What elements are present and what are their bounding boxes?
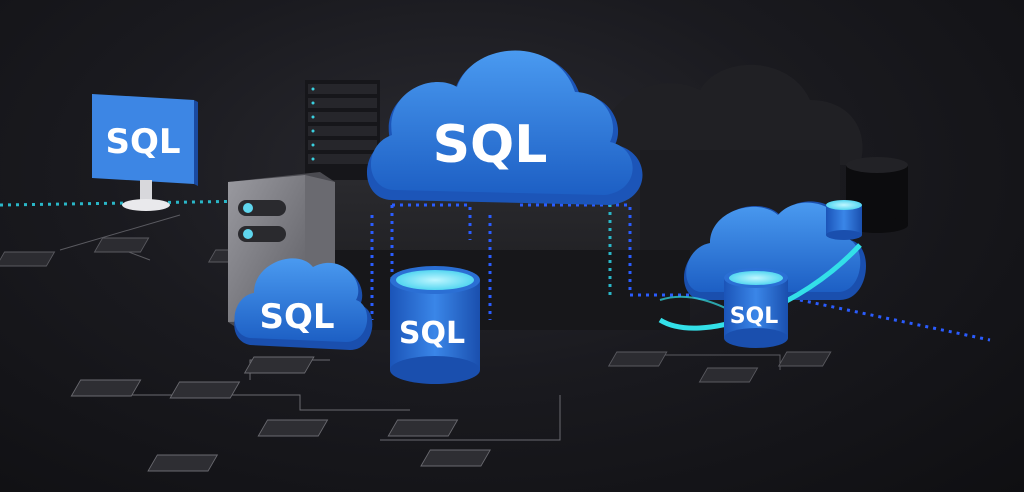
- rack-server: [305, 80, 380, 180]
- orbit-database-sql-label: SQL: [730, 304, 779, 329]
- floor-network-left: [0, 214, 257, 267]
- monitor-sql-label: SQL: [105, 122, 180, 162]
- dark-cylinder: [846, 157, 908, 233]
- small-cloud-sql-label: SQL: [259, 297, 334, 337]
- orbit-cloud-group: SQL: [658, 200, 867, 348]
- database-sql-label: SQL: [399, 316, 465, 351]
- main-cloud-sql-label: SQL: [433, 115, 548, 175]
- small-cloud: SQL: [234, 258, 373, 350]
- database-cylinder: SQL: [390, 266, 480, 384]
- floor-network-bottom: [70, 356, 561, 472]
- floor-network-right: [607, 351, 832, 383]
- main-cloud: SQL: [366, 50, 643, 205]
- monitor: SQL: [92, 94, 198, 211]
